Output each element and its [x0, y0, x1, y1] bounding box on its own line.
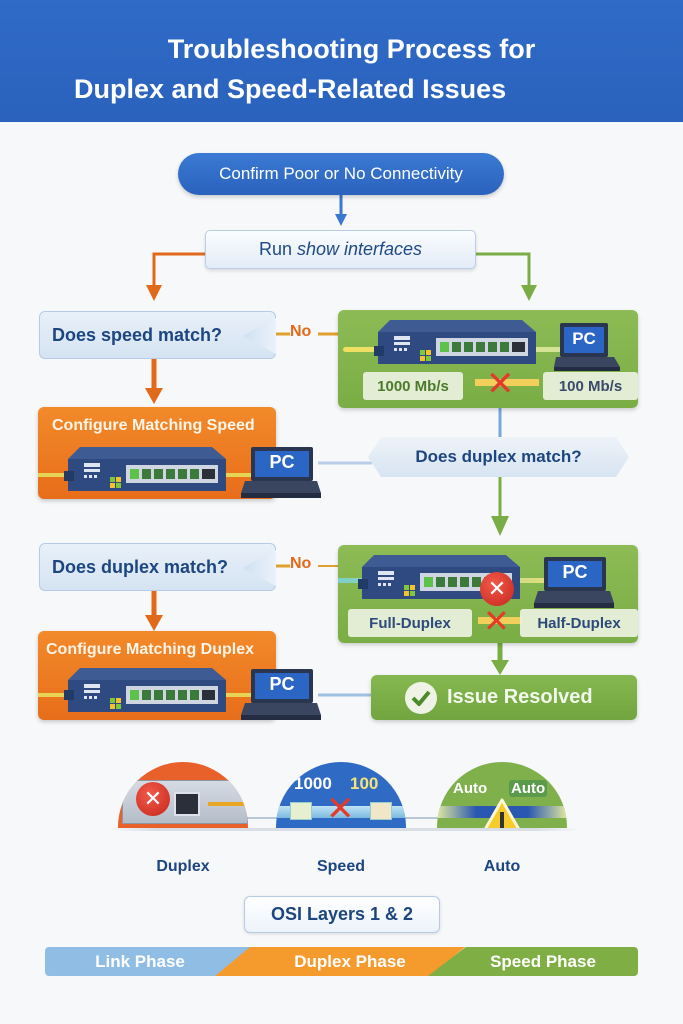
checkmark-icon	[405, 681, 437, 714]
arrow-start-to-command	[335, 195, 347, 226]
switch-speed-value: 1000 Mb/s	[363, 372, 463, 400]
error-x-icon: ✕	[136, 782, 170, 816]
configure-duplex-node: Configure Matching Duplex	[38, 631, 278, 720]
pc-laptop-icon	[554, 323, 620, 371]
configure-speed-node: Configure Matching Speed	[38, 407, 278, 499]
arrow-duplex-panel-to-resolved	[491, 642, 509, 675]
no-label-duplex: No	[290, 555, 312, 572]
title-line-2: Duplex and Speed-Related Issues	[74, 74, 507, 104]
arrow-command-to-speed-panel	[476, 252, 537, 301]
pc-laptop-icon	[241, 447, 321, 498]
duplex-category-label: Duplex	[156, 858, 210, 875]
phase-speed: Speed Phase	[428, 947, 638, 976]
duplex-mismatch-panel: ✕ PC Full-Duplex ✕ Half-Duplex	[338, 545, 638, 643]
mismatch-x-icon: ✕	[486, 365, 515, 403]
switch-icon	[374, 320, 536, 364]
mismatch-x-icon: ✕	[326, 790, 355, 828]
auto-category-label: Auto	[483, 858, 521, 875]
warning-icon	[484, 798, 520, 828]
pc-label: PC	[269, 674, 295, 694]
arrow-duplex-question-to-configure	[145, 588, 163, 631]
pc-speed-value: 100 Mb/s	[543, 372, 638, 400]
speed-question-node: Does speed match?	[39, 311, 276, 359]
command-node: Run show interfaces	[205, 230, 476, 269]
rj45-connector-icon	[290, 802, 312, 820]
phase-duplex: Duplex Phase	[215, 947, 465, 976]
duplex-question-center-node: Does duplex match?	[368, 437, 629, 477]
issue-resolved-node: Issue Resolved	[371, 675, 637, 720]
osi-layers-label: OSI Layers 1 & 2	[244, 896, 440, 933]
speed-mismatch-panel: PC 1000 Mb/s ✕ 100 Mb/s	[338, 310, 638, 408]
arrow-notch-icon	[242, 550, 276, 586]
configure-duplex-title: Configure Matching Duplex	[46, 641, 254, 658]
start-node: Confirm Poor or No Connectivity	[178, 153, 504, 195]
ethernet-port-icon	[174, 792, 200, 816]
auto-left-value: Auto	[453, 780, 488, 797]
duplex-question-text: Does duplex match?	[52, 556, 229, 577]
link-bar	[478, 617, 522, 624]
rj45-connector-icon	[370, 802, 392, 820]
link-bar	[475, 379, 539, 386]
issue-resolved-text: Issue Resolved	[447, 686, 593, 708]
phase-bar: Link Phase Duplex Phase Speed Phase	[45, 947, 638, 976]
arrow-notch-icon	[242, 318, 276, 354]
auto-right-value: Auto	[509, 780, 548, 797]
speed-question-text: Does speed match?	[52, 324, 223, 345]
pc-laptop-icon	[534, 557, 614, 608]
pc-label: PC	[269, 452, 295, 472]
speed-category-label: Speed	[316, 858, 365, 875]
pc-laptop-icon	[241, 669, 321, 720]
page-header: Troubleshooting Process for Duplex and S…	[0, 0, 683, 122]
speed-right-value: 100	[350, 774, 379, 793]
error-x-icon: ✕	[480, 572, 514, 606]
title-line-1: Troubleshooting Process for	[167, 34, 536, 64]
shelf-divider	[110, 828, 580, 831]
arrow-command-to-speed-question	[146, 252, 205, 301]
arrow-duplex-question-to-duplex-panel	[491, 477, 509, 536]
command-name: show interfaces	[296, 239, 423, 259]
no-label-speed: No	[290, 323, 312, 340]
speed-category-icon: 1000 100 ✕	[276, 762, 406, 828]
duplex-question-node: Does duplex match?	[39, 543, 276, 591]
pc-label: PC	[572, 329, 596, 348]
pc-duplex-value: Half-Duplex	[520, 609, 638, 637]
arrow-speed-question-to-configure	[145, 359, 163, 404]
speed-left-value: 1000	[294, 774, 332, 793]
pc-label: PC	[562, 562, 588, 582]
configure-speed-title: Configure Matching Speed	[52, 417, 255, 434]
command-prefix: Run	[258, 239, 292, 259]
switch-duplex-value: Full-Duplex	[348, 609, 472, 637]
switch-icon	[64, 668, 226, 712]
switch-icon	[64, 447, 226, 491]
mismatch-x-icon: ✕	[483, 603, 510, 639]
